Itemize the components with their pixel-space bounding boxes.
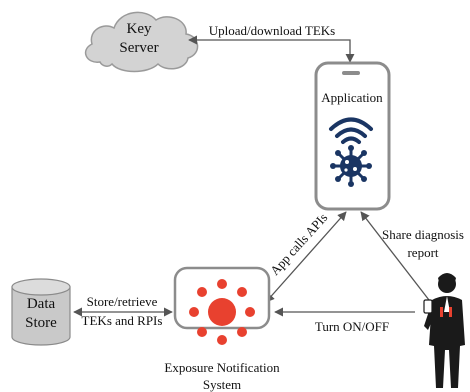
person-with-phone-icon: [423, 273, 465, 388]
data-store-node: Data Store: [11, 278, 71, 346]
application-label: Application: [321, 90, 383, 105]
wifi-icon: [329, 117, 373, 144]
upload-download-arrow: [188, 35, 355, 63]
cloud-icon: [84, 11, 199, 73]
ens-node: Exposure Notification System: [164, 266, 280, 392]
store-retrieve-label: TEKs and RPIs: [82, 313, 163, 328]
upload-download-label: Upload/download TEKs: [209, 23, 336, 38]
smartphone-icon: [314, 61, 391, 211]
key-server-label: Key: [127, 21, 152, 37]
ens-label: Exposure Notification: [164, 360, 280, 375]
edge-upload-download: Upload/download TEKs: [188, 23, 355, 63]
phone-speaker: [342, 71, 360, 75]
ens-label: System: [203, 377, 241, 392]
share-diagnosis-label: Share diagnosis: [382, 227, 464, 242]
store-retrieve-label: Store/retrieve: [87, 294, 158, 309]
data-store-label: Data: [27, 296, 56, 312]
edge-app-calls-apis: App calls APIs: [265, 210, 347, 303]
exposure-notification-icon: [189, 279, 255, 345]
application-node: Application: [314, 61, 391, 211]
virus-icon: [330, 145, 372, 187]
database-icon: [11, 278, 71, 346]
share-diagnosis-arrow: [360, 211, 430, 301]
app-calls-apis-label: App calls APIs: [267, 210, 330, 278]
turn-on-off-label: Turn ON/OFF: [315, 319, 389, 334]
key-server-node: Key Server: [84, 11, 199, 73]
app-calls-apis-arrow: [265, 211, 347, 303]
edge-store-retrieve: Store/retrieve TEKs and RPIs: [73, 294, 173, 328]
edge-share-diagnosis: Share diagnosis report: [360, 211, 464, 301]
share-diagnosis-label: report: [407, 245, 438, 260]
edge-turn-on-off: Turn ON/OFF: [274, 307, 415, 334]
data-store-label: Store: [25, 315, 57, 331]
key-server-label: Server: [119, 40, 158, 56]
